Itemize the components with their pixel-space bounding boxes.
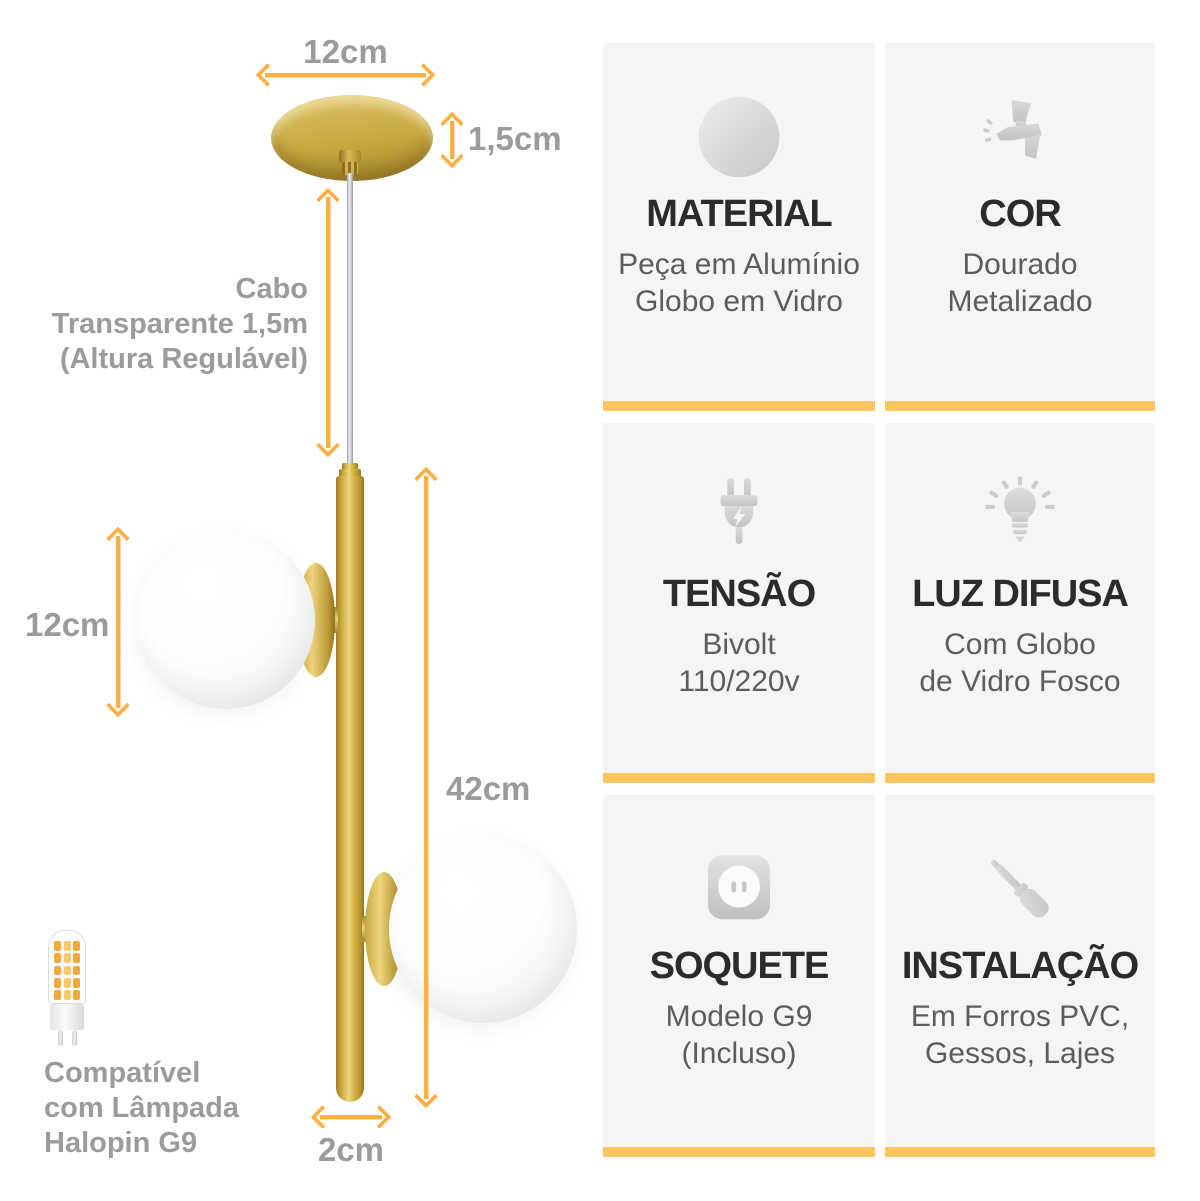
globe-diameter-label: 12cm xyxy=(25,606,110,643)
upper-glass-globe xyxy=(137,531,315,709)
bulb-note-line2: com Lâmpada xyxy=(44,1091,239,1124)
card-tensao: TENSÃO Bivolt 110/220v xyxy=(603,423,875,783)
rod-top-cap xyxy=(342,463,358,470)
canopy-width-arrow xyxy=(258,66,433,84)
socket-icon xyxy=(603,845,875,933)
screwdriver-icon xyxy=(885,845,1155,933)
card-instalacao: INSTALAÇÃO Em Forros PVC, Gessos, Lajes xyxy=(885,795,1155,1157)
rod-top-collar xyxy=(339,469,361,477)
card-soquete: SOQUETE Modelo G9 (Incluso) xyxy=(603,795,875,1157)
rod-width-arrow xyxy=(313,1108,389,1126)
rod-height-arrow xyxy=(417,469,435,1106)
lamp-rod xyxy=(336,476,364,1102)
cable-note-line3: (Altura Regulável) xyxy=(59,342,308,375)
cable-note: Cabo Transparente 1,5m (Altura Regulável… xyxy=(40,272,308,376)
cable-note-line1: Cabo xyxy=(235,273,309,305)
card-soquete-subtitle: Modelo G9 (Incluso) xyxy=(665,1000,813,1070)
g9-bulb-icon xyxy=(48,930,86,1004)
card-tensao-subtitle: Bivolt 110/220v xyxy=(678,628,800,698)
cable-length-arrow xyxy=(319,190,337,455)
bulb-compatibility-note: Compatível com Lâmpada Halopin G9 xyxy=(44,1056,239,1160)
lamp-diagram: 12cm 1,5cm Cabo Transparente 1,5m (Altur… xyxy=(0,0,600,1201)
card-cor: COR Dourado Metalizado xyxy=(885,43,1155,411)
canopy-cable-nut-knurl xyxy=(342,162,358,175)
cable-note-line2: Transparente 1,5m xyxy=(51,307,308,340)
card-instalacao-subtitle: Em Forros PVC, Gessos, Lajes xyxy=(910,1000,1130,1070)
rod-height-label: 42cm xyxy=(446,770,531,807)
g9-bulb-pin-right xyxy=(72,1030,77,1046)
card-cor-subtitle: Dourado Metalizado xyxy=(947,248,1093,318)
canopy-cable-nut xyxy=(339,150,361,163)
card-luz-difusa: LUZ DIFUSA Com Globo de Vidro Fosco xyxy=(885,423,1155,783)
canopy-height-arrow xyxy=(443,114,461,166)
card-instalacao-title: INSTALAÇÃO xyxy=(901,945,1139,987)
card-material-subtitle: Peça em Alumínio Globo em Vidro xyxy=(618,248,860,318)
card-tensao-title: TENSÃO xyxy=(662,573,816,615)
globe-diameter-arrow xyxy=(109,529,127,715)
card-material: MATERIAL Peça em Alumínio Globo em Vidro xyxy=(603,43,875,411)
card-soquete-title: SOQUETE xyxy=(649,945,830,987)
card-cor-title: COR xyxy=(979,193,1061,235)
suspension-cable xyxy=(347,173,353,465)
canopy-height-label: 1,5cm xyxy=(468,120,562,157)
rod-width-label: 2cm xyxy=(317,1131,385,1168)
plug-icon xyxy=(603,473,875,561)
card-material-title: MATERIAL xyxy=(646,193,833,235)
bulb-note-line3: Halopin G9 xyxy=(44,1126,198,1159)
spray-gun-icon xyxy=(885,93,1155,181)
sphere-icon xyxy=(603,93,875,181)
g9-bulb-base xyxy=(50,1004,84,1030)
card-luz-difusa-title: LUZ DIFUSA xyxy=(912,573,1129,615)
bulb-icon xyxy=(885,473,1155,561)
card-luz-difusa-subtitle: Com Globo de Vidro Fosco xyxy=(919,628,1121,698)
bulb-note-line1: Compatível xyxy=(44,1057,201,1089)
canopy-width-label: 12cm xyxy=(303,33,388,70)
g9-bulb-pin-left xyxy=(58,1030,63,1046)
